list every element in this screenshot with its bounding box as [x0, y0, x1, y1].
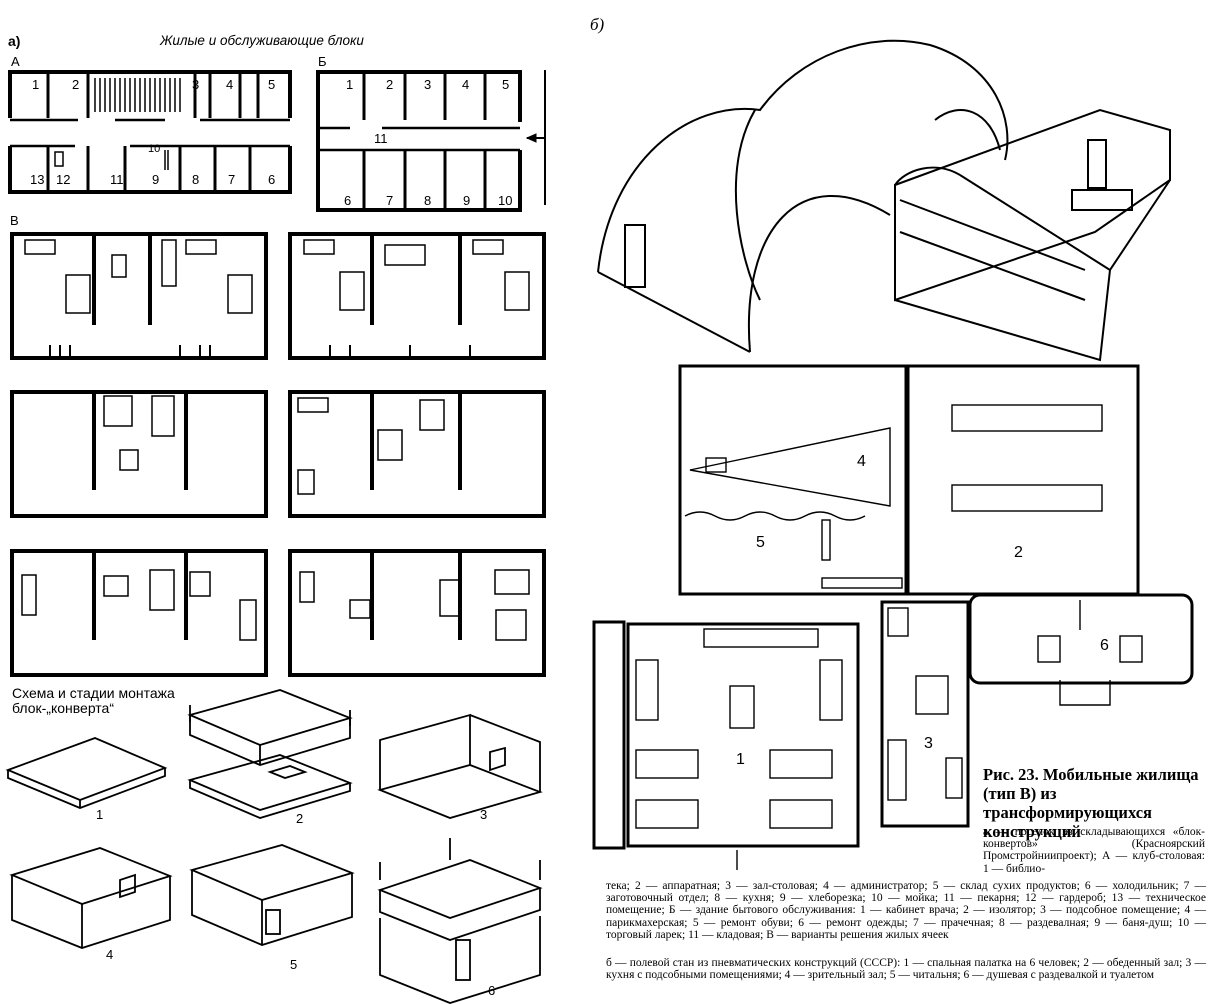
plan-number: 5	[756, 534, 765, 551]
panel-a-title: Жилые и обслуживающие блоки	[160, 33, 364, 48]
plan-shower-6	[968, 593, 1194, 685]
room-label: 9	[152, 172, 160, 187]
plan-number: 6	[1100, 637, 1109, 654]
room-label: 1	[346, 77, 354, 92]
room-label: 2	[386, 77, 394, 92]
room-label: 8	[192, 172, 200, 187]
stage-label: 5	[290, 957, 298, 972]
montage-title-line2: блок-„конверта“	[12, 700, 114, 716]
room-label: 11	[374, 131, 388, 146]
room-label: 5	[268, 77, 276, 92]
room-label: 6	[344, 193, 352, 208]
montage-title: Схема и стадии монтажа блок-„конверта“	[12, 686, 212, 716]
block-a-letter: А	[11, 54, 20, 69]
plan-tent-1	[592, 620, 860, 850]
room-label: 7	[386, 193, 394, 208]
plan-kitchen-3	[880, 600, 970, 828]
stage-label: 6	[488, 983, 496, 998]
room-label: 1	[32, 77, 40, 92]
block-v-letter: В	[10, 213, 19, 228]
room-label: 2	[72, 77, 80, 92]
room-label: 10	[498, 193, 513, 208]
block-b-plan	[316, 70, 546, 212]
figure-caption-title: Рис. 23. Мобильные жилища (тип В) из тра…	[983, 765, 1199, 841]
stage-label: 1	[96, 807, 104, 822]
room-label: 4	[462, 77, 470, 92]
stage-label: 3	[480, 807, 488, 822]
trailers	[894, 108, 1171, 362]
plan-number: 1	[736, 751, 745, 768]
panel-b-label: б)	[590, 15, 605, 34]
room-label: 3	[192, 77, 200, 92]
block-v-plans	[10, 232, 546, 677]
room-label: 8	[424, 193, 432, 208]
room-label: 7	[228, 172, 236, 187]
room-label: 11	[110, 172, 124, 187]
panel-a-label: а)	[8, 33, 21, 49]
legend-b: б — полевой стан из пневматических конст…	[606, 957, 1206, 982]
room-label: 9	[463, 193, 471, 208]
room-label: 4	[226, 77, 234, 92]
plan-number: 2	[1014, 544, 1023, 561]
legend-main: тека; 2 — аппаратная; 3 — зал-столовая; …	[606, 880, 1206, 941]
room-label: 6	[268, 172, 276, 187]
montage-stages	[5, 689, 543, 1004]
plan-number: 4	[857, 453, 866, 470]
room-label: 3	[424, 77, 432, 92]
stage-label: 2	[296, 811, 304, 826]
room-label: 5	[502, 77, 510, 92]
room-label: 10	[148, 143, 161, 155]
block-a-plan	[7, 70, 293, 194]
room-label: 13	[30, 172, 45, 187]
legend-right: а — поселок из складывающихся «блок-конв…	[983, 826, 1205, 875]
block-b-letter: Б	[318, 54, 327, 69]
room-label: 12	[56, 172, 71, 187]
plan-number: 3	[924, 735, 933, 752]
pneumatic-domes	[597, 39, 1009, 353]
stage-label: 4	[106, 947, 114, 962]
montage-title-line1: Схема и стадии монтажа	[12, 685, 175, 701]
